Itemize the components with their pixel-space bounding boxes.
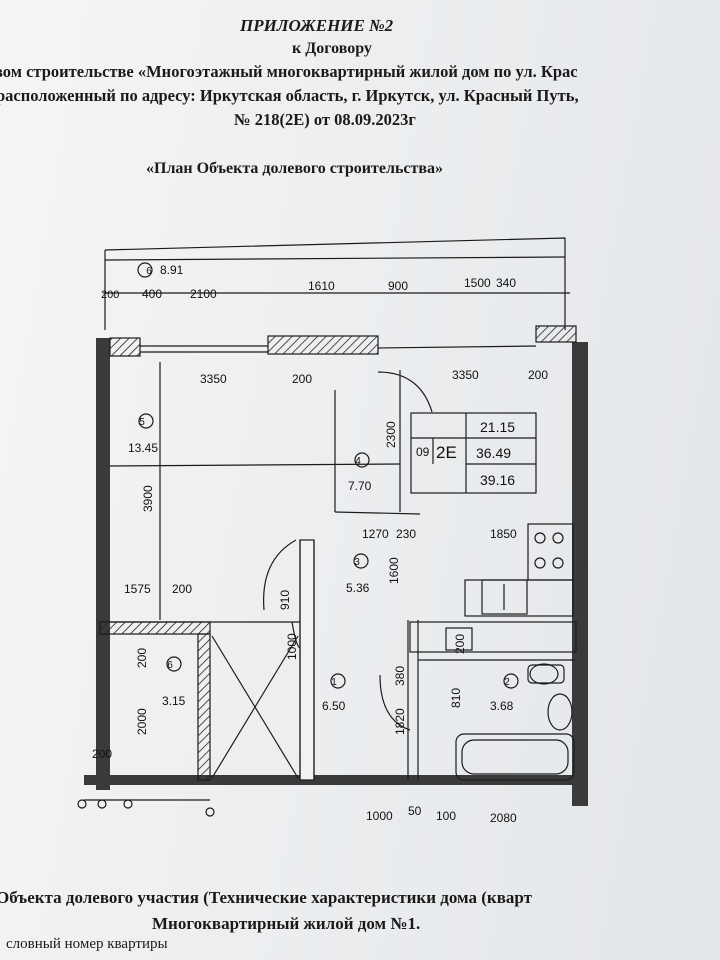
room-3-area: 5.36	[346, 581, 370, 595]
appendix-title: ПРИЛОЖЕНИЕ №2	[240, 16, 394, 35]
footer-line-3: словный номер квартиры	[6, 936, 168, 952]
room-3-number: 3	[354, 557, 360, 568]
room-1-area: 6.50	[322, 699, 346, 713]
footer-line-1: Объекта долевого участия (Технические ха…	[0, 888, 532, 907]
room-5-area: 13.45	[128, 441, 158, 455]
room-6-number: 6	[167, 660, 173, 671]
dim-1000-bottom: 1000	[366, 809, 393, 823]
dim-3900: 3900	[141, 485, 155, 512]
dim-top-1500: 1500	[464, 276, 491, 290]
dim-top-900: 900	[388, 279, 408, 293]
dim-50-bottom: 50	[408, 804, 422, 818]
dim-810: 810	[449, 688, 463, 708]
contract-reference: к Договору	[292, 40, 372, 57]
dim-1850: 1850	[490, 527, 517, 541]
room-1-number: 1	[331, 677, 337, 688]
dim-1270: 1270	[362, 527, 389, 541]
living-area: 21.15	[480, 419, 515, 435]
dim-2300: 2300	[384, 421, 398, 448]
header-line-2: расположенный по адресу: Иркутская облас…	[0, 86, 579, 105]
dim-230: 230	[396, 527, 416, 541]
dim-100-bottom: 100	[436, 809, 456, 823]
total-area: 36.49	[476, 445, 511, 461]
dim-1000-door: 1000	[285, 633, 299, 660]
balcony-room-number: 6	[146, 266, 152, 277]
dim-top-400: 400	[142, 287, 162, 301]
room-2-area: 3.68	[490, 699, 514, 713]
room-4-area: 7.70	[348, 479, 372, 493]
room-6-area: 3.15	[162, 694, 186, 708]
dim-2080-bottom: 2080	[490, 811, 517, 825]
dim-380: 380	[393, 666, 407, 686]
header-line-3: № 218(2Е) от 08.09.2023г	[234, 110, 416, 129]
dim-200-bath: 200	[453, 634, 467, 654]
dim-200-room5: 200	[172, 582, 192, 596]
dim-3350-left: 3350	[200, 372, 227, 386]
dim-200-right: 200	[528, 368, 548, 382]
dim-3350-right: 3350	[452, 368, 479, 382]
dim-1820: 1820	[393, 708, 407, 735]
dim-top-1610: 1610	[308, 279, 335, 293]
dim-top-2100: 2100	[190, 287, 217, 301]
plan-title: «План Объекта долевого строительства»	[146, 160, 444, 177]
room-2-number: 2	[504, 677, 510, 688]
dim-910: 910	[278, 590, 292, 610]
dim-200-left: 200	[292, 372, 312, 386]
dim-1600: 1600	[387, 557, 401, 584]
dim-2000: 2000	[135, 708, 149, 735]
total-area-with-balcony: 39.16	[480, 472, 515, 488]
dim-top-200: 200	[101, 289, 119, 301]
room-4-number: 4	[355, 456, 361, 467]
header-line-1: вом строительстве «Многоэтажный многоква…	[0, 62, 578, 81]
balcony-area: 8.91	[160, 263, 184, 277]
dim-top-340: 340	[496, 276, 516, 290]
apartment-number: 2Е	[436, 443, 457, 462]
dim-200-bottom-left: 200	[92, 747, 112, 761]
dim-200-room6: 200	[135, 648, 149, 668]
apartment-floor: 09	[416, 445, 430, 459]
footer-line-2: Многоквартирный жилой дом №1.	[152, 914, 421, 933]
dim-1575: 1575	[124, 582, 151, 596]
room-5-number: 5	[139, 417, 145, 428]
